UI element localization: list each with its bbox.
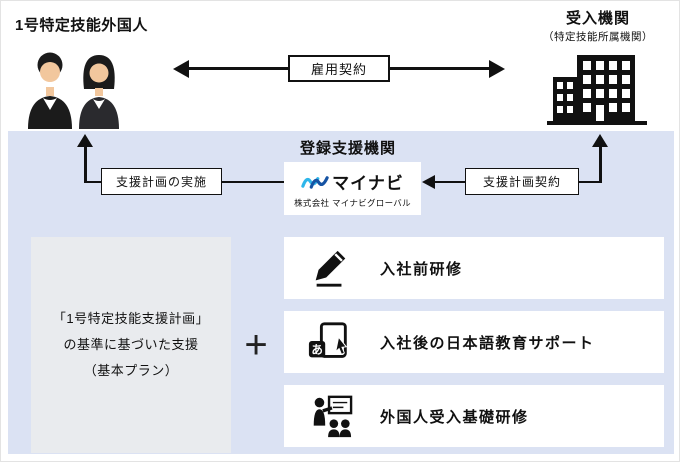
workers-label: 1号特定技能外国人 — [15, 17, 148, 34]
building-icon — [547, 55, 647, 125]
base-plan-line3: （基本プラン） — [83, 363, 179, 378]
mynavi-logo-box: マイナビ 株式会社 マイナビグローバル — [284, 162, 421, 215]
svg-text:あ: あ — [311, 344, 323, 357]
plan-implementation-label: 支援計画の実施 — [101, 168, 222, 195]
accepting-org-label: 受入機関 — [565, 10, 630, 27]
services-list: 入社前研修 あ 入社後の日本語教育サポート — [284, 237, 664, 459]
base-plan-box: 「1号特定技能支援計画」 の基準に基づいた支援 （基本プラン） — [31, 237, 231, 453]
employment-contract-label: 雇用契約 — [288, 55, 390, 82]
mynavi-logo-text: マイナビ — [332, 173, 404, 193]
tablet-japanese-icon: あ — [304, 317, 356, 367]
plan-contract-vline — [599, 147, 602, 183]
arrow-up-to-building-icon — [592, 134, 608, 147]
plan-implementation-vline — [84, 147, 87, 183]
foreign-workers-icon — [28, 52, 119, 129]
plan-contract-label: 支援計画契約 — [465, 168, 579, 195]
service-row-japanese-support: あ 入社後の日本語教育サポート — [284, 311, 664, 373]
support-org-title: 登録支援機関 — [299, 140, 396, 157]
accepting-org-sublabel: （特定技能所属機関） — [543, 31, 653, 43]
arrow-right-icon — [489, 59, 505, 78]
arrow-up-to-workers-icon — [77, 134, 93, 147]
training-seminar-icon — [304, 391, 356, 441]
plus-sign: + — [244, 322, 268, 367]
mynavi-company-name: 株式会社 マイナビグローバル — [294, 197, 411, 208]
accepting-org-block: 受入機関 （特定技能所属機関） — [519, 7, 677, 44]
arrow-left-icon — [173, 59, 189, 78]
base-plan-line1: 「1号特定技能支援計画」 — [52, 311, 210, 326]
service-label: 外国人受入基礎研修 — [380, 408, 529, 426]
service-row-basic-training: 外国人受入基礎研修 — [284, 385, 664, 447]
service-row-pre-training: 入社前研修 — [284, 237, 664, 299]
service-label: 入社前研修 — [380, 260, 463, 278]
mynavi-wave-icon — [301, 175, 329, 189]
pencil-icon — [304, 243, 356, 293]
mynavi-logo-row: マイナビ — [301, 169, 404, 194]
base-plan-line2: の基準に基づいた支援 — [63, 337, 199, 352]
arrow-left-to-logo-icon — [422, 174, 435, 189]
service-label: 入社後の日本語教育サポート — [380, 334, 595, 352]
